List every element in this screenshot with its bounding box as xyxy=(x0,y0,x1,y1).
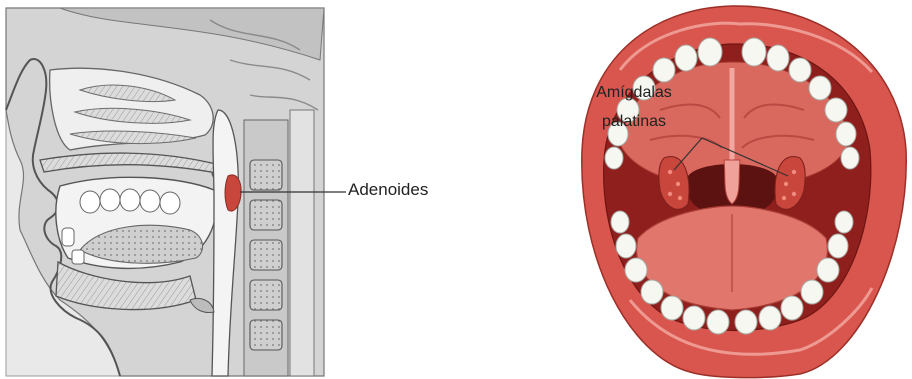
vertebrae xyxy=(250,160,282,350)
adenoides-label: Adenoides xyxy=(348,180,428,200)
amigdalas-label-line2: palatinas xyxy=(574,107,694,136)
amigdalas-label-line1: Amígdalas xyxy=(574,78,694,107)
spinal-cord xyxy=(290,110,314,376)
sagittal-head-figure: Adenoides xyxy=(0,0,480,379)
amigdalas-palatinas-label: Amígdalas palatinas xyxy=(574,78,694,136)
open-mouth-figure: Amígdalas palatinas xyxy=(560,0,912,379)
open-mouth-illustration xyxy=(560,0,912,379)
